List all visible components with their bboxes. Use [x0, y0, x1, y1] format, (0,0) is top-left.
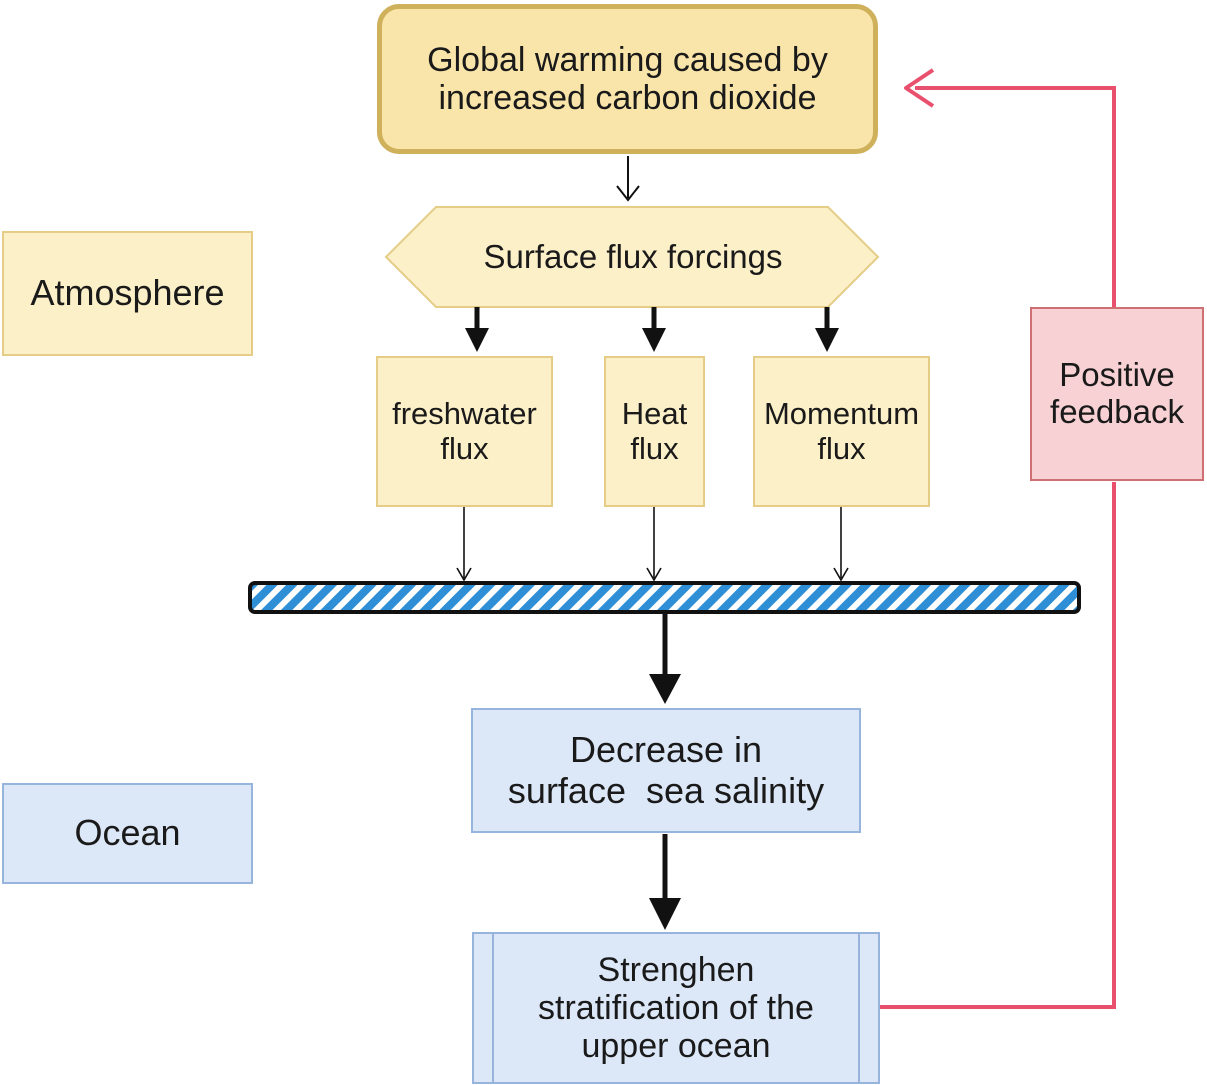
momentum-line-1: Momentum: [763, 395, 920, 431]
global-warming-line-2: increased carbon dioxide: [438, 79, 817, 117]
arrow-surface-to-freshwater: [465, 307, 489, 352]
positive-feedback-node: Positive feedback: [1030, 307, 1204, 481]
heat-line-2: flux: [630, 430, 679, 466]
freshwater-flux-node: freshwater flux: [376, 356, 553, 507]
arrow-interface-to-decrease: [649, 614, 681, 704]
air-sea-interface-bar: [248, 581, 1081, 614]
ocean-label: Ocean: [74, 812, 181, 854]
arrow-surface-to-heat: [642, 307, 666, 352]
surface-flux-node: Surface flux forcings: [388, 207, 878, 307]
stratification-node: Strenghen stratification of the upper oc…: [473, 933, 879, 1083]
feedback-line-1: Positive: [1059, 356, 1175, 394]
freshwater-line-2: flux: [440, 430, 489, 466]
feedback-line-2: feedback: [1050, 393, 1184, 430]
stratification-shape: [472, 932, 880, 1084]
stratification-line-3: upper ocean: [581, 1027, 771, 1066]
feedback-loop-line: [880, 68, 1116, 1009]
stratification-line-2: stratification of the: [538, 988, 814, 1027]
decrease-line-1: Decrease in: [569, 729, 763, 771]
stratification-line-1: Strenghen: [597, 950, 755, 989]
global-warming-node: Global warming caused by increased carbo…: [377, 4, 878, 154]
freshwater-line-1: freshwater: [392, 395, 537, 431]
arrow-momentum-to-interface: [833, 507, 849, 582]
arrow-surface-to-momentum: [815, 307, 839, 352]
arrow-heat-to-interface: [646, 507, 662, 582]
atmosphere-label: Atmosphere: [30, 272, 225, 314]
arrow-decrease-to-stratification: [649, 834, 681, 930]
atmosphere-legend: Atmosphere: [2, 231, 253, 356]
global-warming-line-1: Global warming caused by: [427, 40, 828, 79]
decrease-salinity-node: Decrease in surface sea salinity: [471, 708, 861, 833]
surface-flux-label: Surface flux forcings: [483, 237, 783, 275]
momentum-flux-node: Momentum flux: [753, 356, 930, 507]
arrow-global-to-surface: [616, 156, 640, 202]
momentum-line-2: flux: [817, 430, 866, 466]
heat-flux-node: Heat flux: [604, 356, 705, 507]
heat-line-1: Heat: [621, 395, 688, 431]
ocean-legend: Ocean: [2, 783, 253, 884]
decrease-line-2: surface sea salinity: [507, 769, 825, 811]
arrow-freshwater-to-interface: [456, 507, 472, 582]
